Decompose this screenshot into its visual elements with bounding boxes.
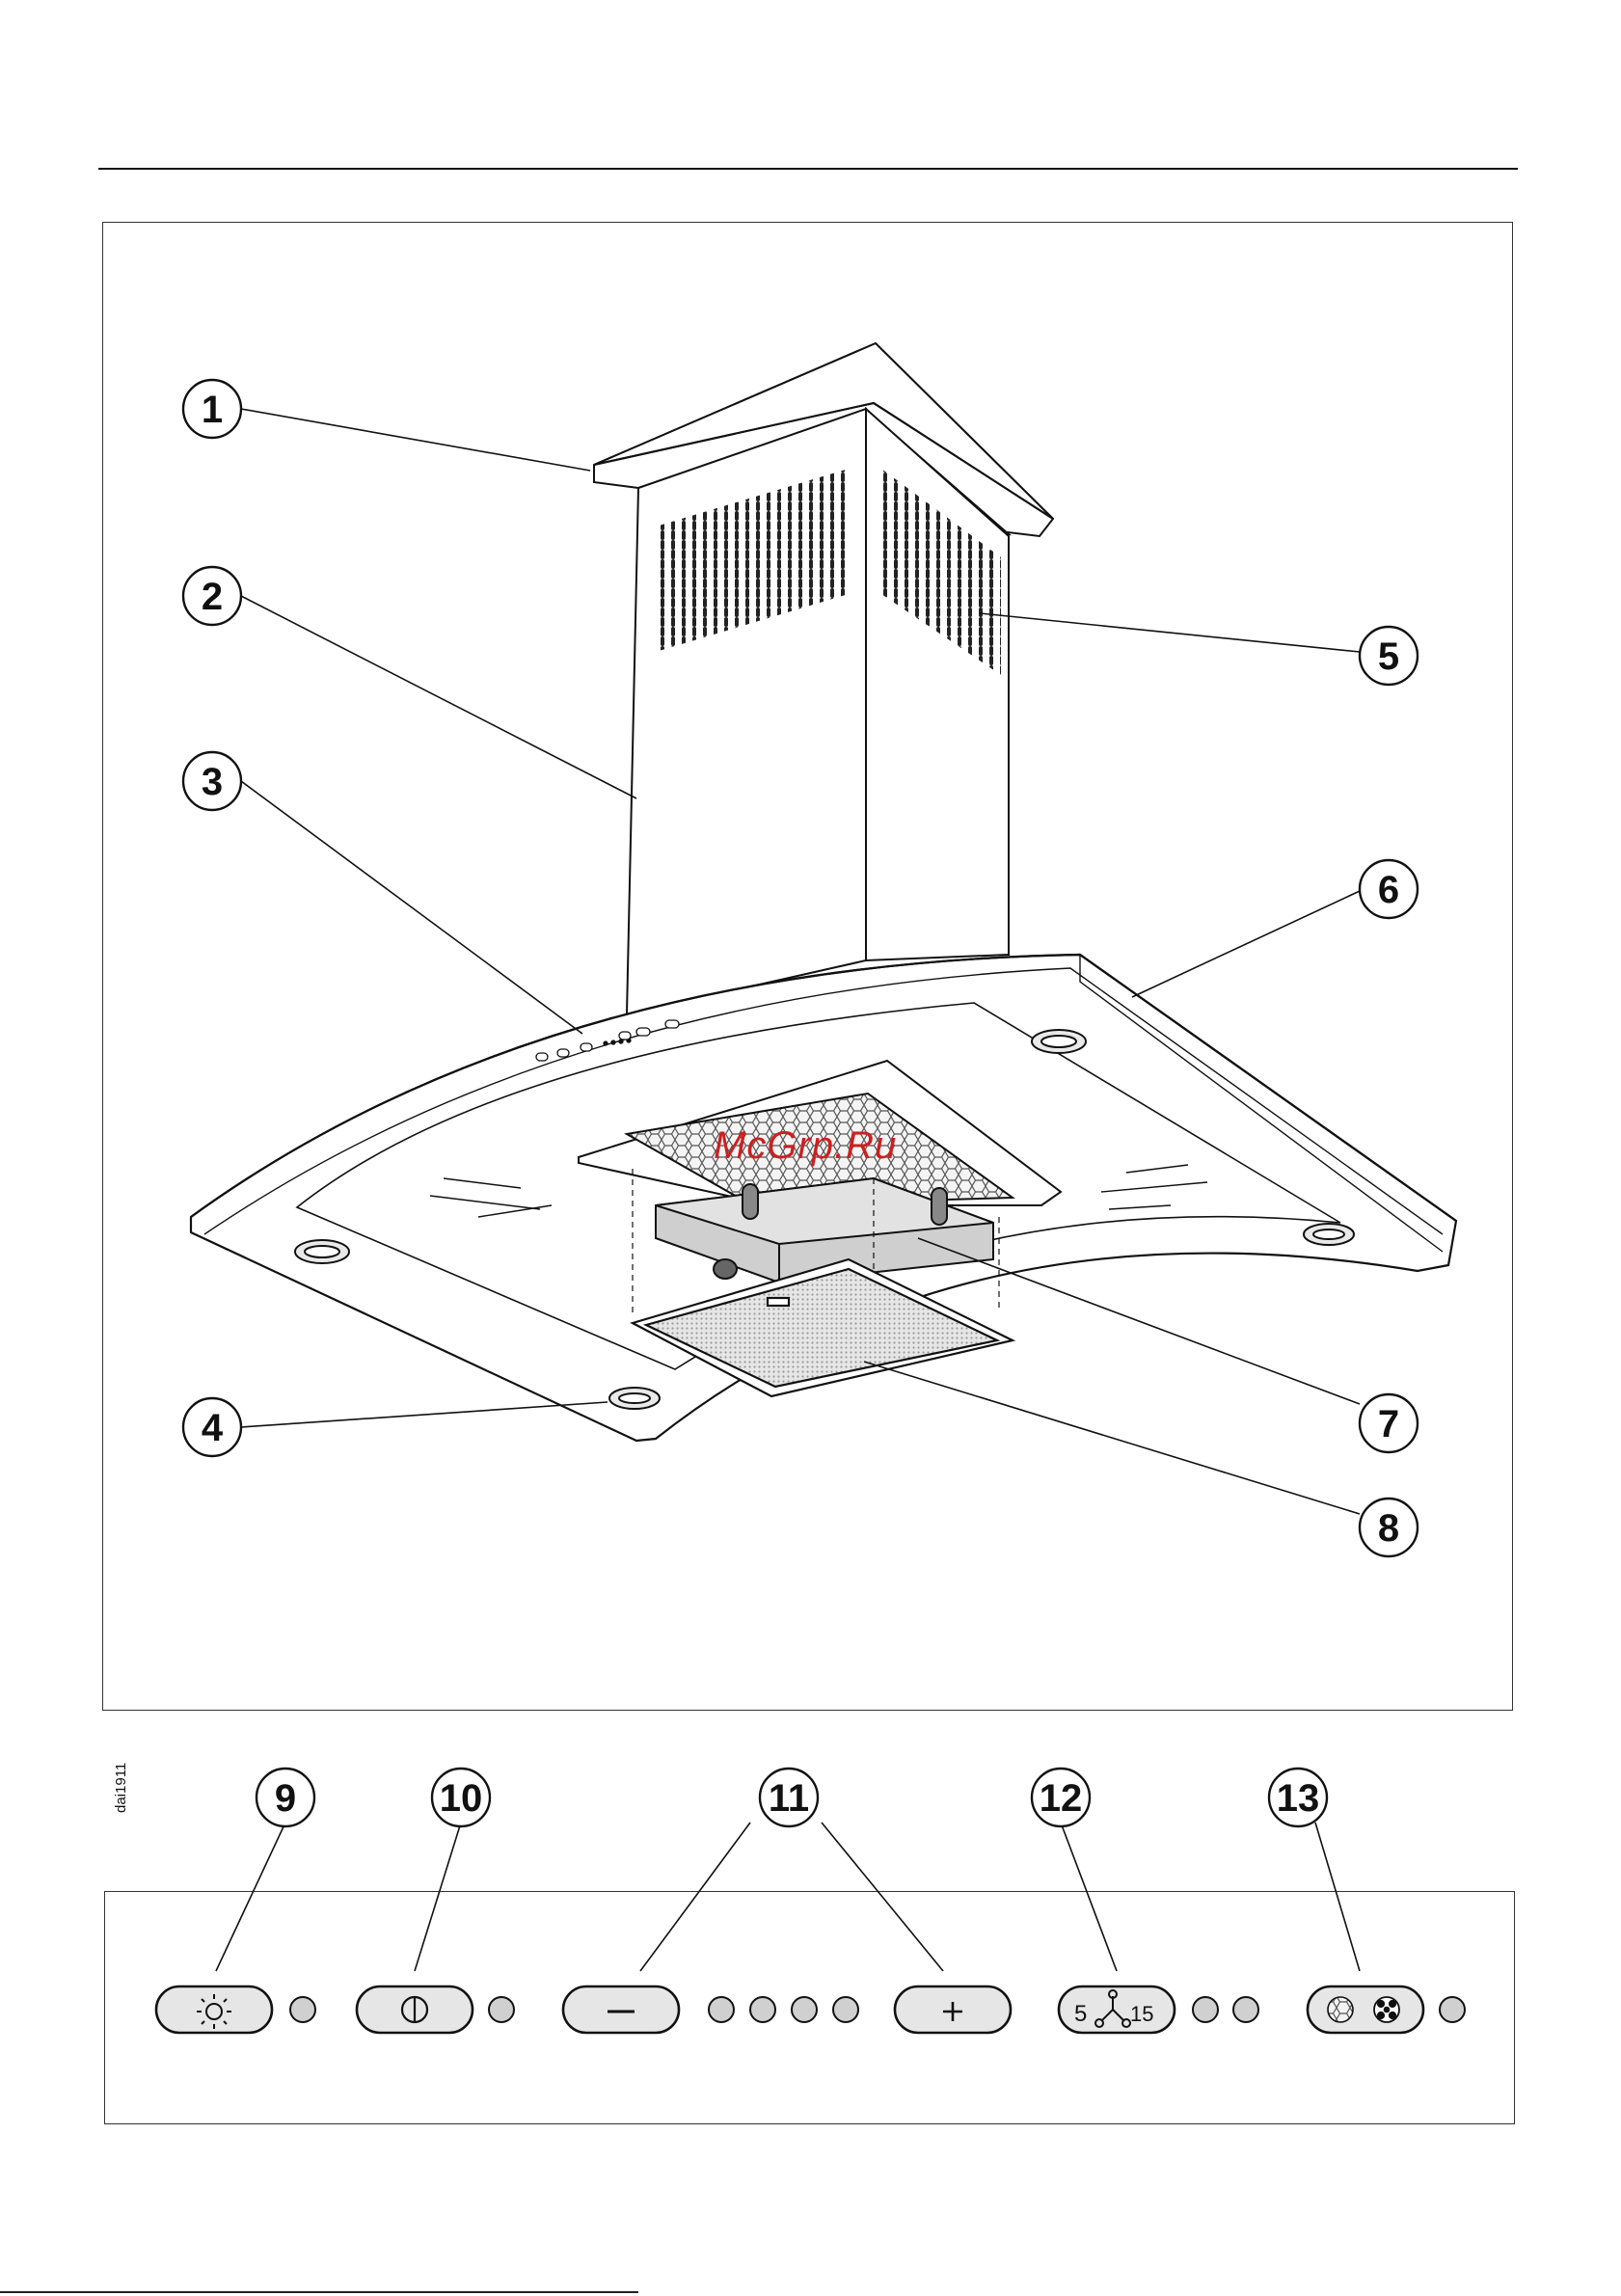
callout-13: 13 bbox=[1277, 1777, 1320, 1820]
fan-run-on-long: 15 bbox=[1130, 2002, 1153, 2026]
run-on-5-indicator bbox=[1193, 1997, 1218, 2022]
fan-level-4-indicator bbox=[833, 1997, 858, 2022]
callout-7: 7 bbox=[1378, 1403, 1399, 1445]
callout-3: 3 bbox=[202, 761, 223, 803]
fan-level-2-indicator bbox=[750, 1997, 775, 2022]
minus-button[interactable] bbox=[563, 1986, 679, 2033]
callout-12: 12 bbox=[1040, 1777, 1083, 1820]
filter-indicator bbox=[1440, 1997, 1465, 2022]
filter-reset-button[interactable] bbox=[1308, 1986, 1423, 2033]
callout-2: 2 bbox=[202, 576, 223, 618]
fan-level-3-indicator bbox=[792, 1997, 817, 2022]
fan-run-on-short: 5 bbox=[1074, 2001, 1087, 2027]
callout-10: 10 bbox=[440, 1777, 483, 1820]
callout-4: 4 bbox=[202, 1407, 224, 1449]
charcoal-filter-icon bbox=[1374, 1997, 1399, 2022]
callout-1: 1 bbox=[202, 389, 223, 431]
grease-filter-icon bbox=[1328, 1997, 1353, 2022]
watermark: McGrp.Ru bbox=[714, 1124, 897, 1168]
callout-6: 6 bbox=[1378, 869, 1399, 911]
callout-9: 9 bbox=[275, 1777, 296, 1820]
callout-11: 11 bbox=[769, 1777, 809, 1820]
callout-8: 8 bbox=[1378, 1507, 1399, 1550]
callout-5: 5 bbox=[1378, 635, 1399, 678]
light-indicator bbox=[290, 1997, 315, 2022]
power-indicator bbox=[489, 1997, 514, 2022]
fan-level-1-indicator bbox=[709, 1997, 734, 2022]
footer-rule bbox=[0, 2291, 638, 2293]
run-on-15-indicator bbox=[1233, 1997, 1258, 2022]
